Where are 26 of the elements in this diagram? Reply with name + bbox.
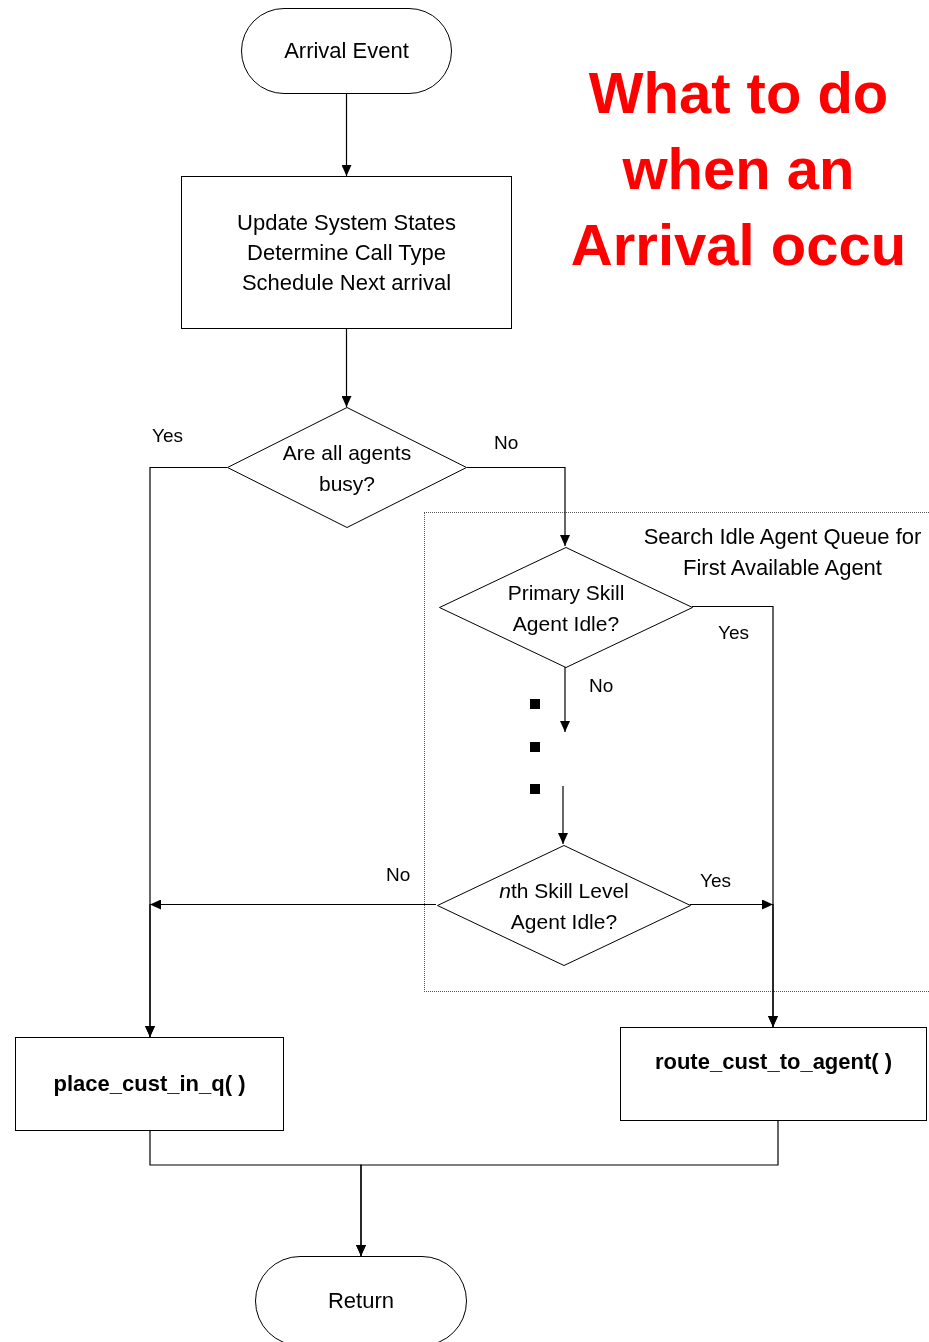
arrow — [341, 328, 352, 408]
arrow — [558, 785, 568, 845]
node-label: Schedule Next arrival — [241, 268, 452, 297]
decision-diamond — [437, 845, 691, 966]
node-label: nth Skill Level Agent Idle? — [498, 877, 630, 935]
node-label: Primary Skill Agent Idle? — [506, 579, 626, 637]
group-frame — [424, 512, 929, 992]
arrow — [560, 666, 570, 733]
process-box — [181, 176, 512, 329]
node-label: Arrival Event — [284, 37, 409, 65]
process-box — [620, 1027, 927, 1121]
function-name: place_cust_in_q( ) — [53, 1070, 246, 1098]
node-label: Determine Call Type — [247, 238, 446, 267]
diagram-title: What to do when an Arrival occu — [569, 59, 908, 279]
node-label: Return — [327, 1287, 394, 1315]
arrow — [466, 466, 570, 547]
process-box — [15, 1037, 284, 1131]
arrow — [145, 900, 437, 1038]
group-heading: Search Idle Agent Queue for First Available Agent — [642, 523, 923, 582]
arrow — [356, 1120, 779, 1257]
arrow — [341, 93, 352, 177]
arrow — [689, 900, 778, 1028]
node-label: Update System States — [237, 208, 456, 237]
decision-diamond — [227, 407, 467, 528]
function-name: route_cust_to_agent( ) — [654, 1048, 893, 1076]
node-label: Are all agents busy? — [281, 439, 413, 497]
